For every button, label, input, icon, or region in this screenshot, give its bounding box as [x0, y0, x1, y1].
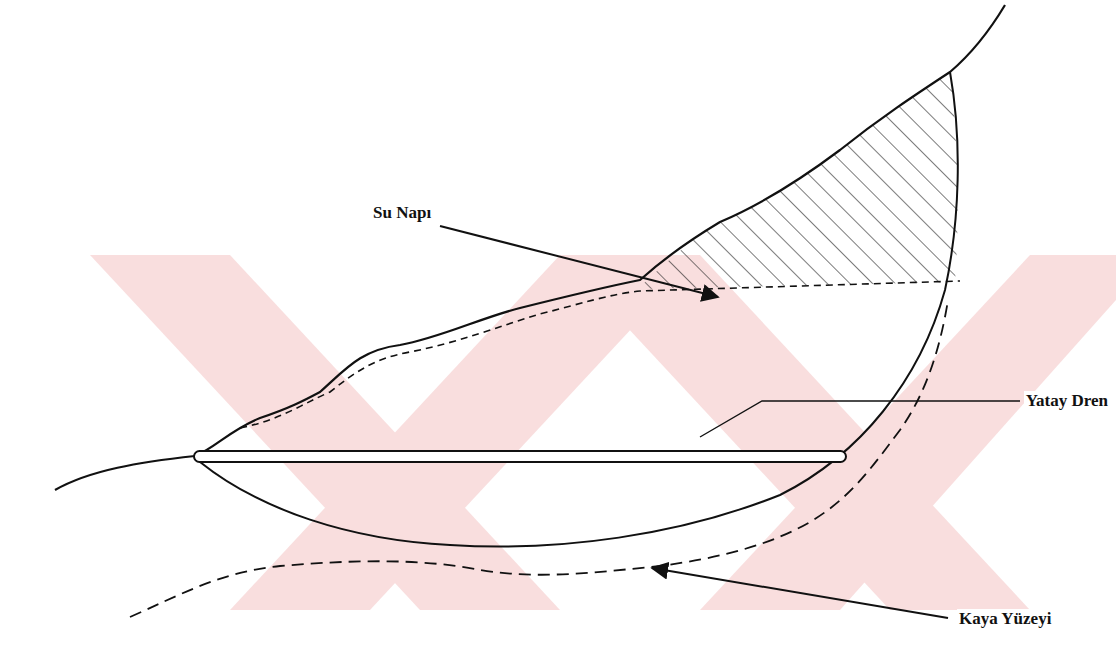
rock-surface [130, 300, 948, 617]
water-table-label: Su Napı [371, 203, 433, 223]
horizontal-drain [194, 451, 846, 462]
leader-line [440, 226, 718, 297]
rock-surface-label: Kaya Yüzeyi [957, 609, 1053, 629]
saturated-zone [640, 72, 958, 289]
watermark [90, 255, 1116, 610]
drain-label: Yatay Dren [1024, 391, 1110, 411]
leader-line [700, 401, 1020, 437]
ground-surface [55, 5, 1005, 490]
water-table [240, 281, 960, 428]
leader-line [652, 568, 948, 618]
slip-surface [200, 72, 958, 547]
